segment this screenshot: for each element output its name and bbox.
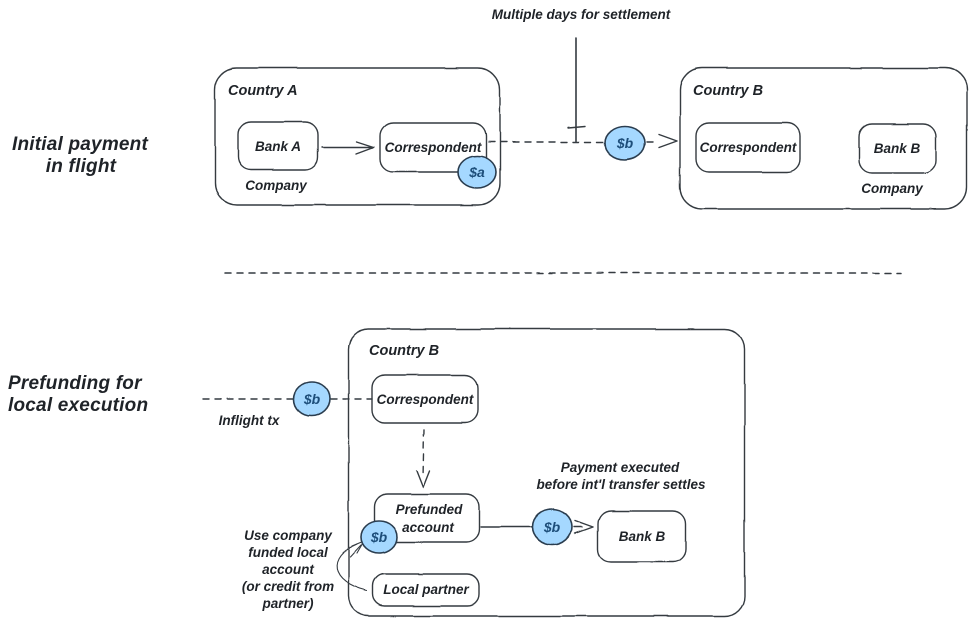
node-local-partner-box <box>372 573 480 607</box>
node-bank-b-bottom-box <box>597 510 687 563</box>
note-payment-executed-line1: Payment executed <box>561 460 680 475</box>
arrow-correspondent-to-prefunded <box>422 429 425 478</box>
node-correspondent-a-box <box>379 122 487 173</box>
node-correspondent-bottom-label: Correspondent <box>377 392 474 407</box>
badge-execution-label: $b <box>543 519 561 535</box>
badge-prefunded-circle <box>360 520 398 554</box>
node-bank-b-box <box>858 123 937 174</box>
inflight-label: Inflight tx <box>219 413 280 428</box>
node-local-partner-label: Local partner <box>383 582 469 597</box>
section-label-prefunding-line1: Prefunding for <box>8 373 143 394</box>
node-prefunded-label-line1: Prefunded <box>396 502 464 517</box>
group-country-b-bottom-box <box>347 328 746 617</box>
company-label-a: Company <box>245 178 308 193</box>
settlement-marker-tick <box>567 125 586 129</box>
note-use-company-line4: (or credit from <box>242 579 334 594</box>
section-label-prefunding-line2: local execution <box>8 395 148 416</box>
note-use-company-line1: Use company <box>244 528 333 543</box>
note-payment-executed-line2: before int'l transfer settles <box>536 477 705 492</box>
badge-b-top-label: $b <box>616 135 634 151</box>
node-bank-a-label: Bank A <box>255 139 301 154</box>
node-bank-b-bottom-label: Bank B <box>619 529 666 544</box>
badge-prefunded-label: $b <box>370 529 388 545</box>
node-bank-b-label: Bank B <box>874 141 921 156</box>
badge-execution-circle <box>531 508 573 546</box>
node-prefunded-label-line2: account <box>402 520 454 535</box>
arrow-bank-a-to-correspondent-a <box>321 140 375 155</box>
arrowhead-into-bank-b <box>574 519 594 535</box>
note-leader-line <box>349 544 362 558</box>
note-leader-curve <box>336 543 368 592</box>
node-correspondent-a-label: Correspondent <box>385 140 482 155</box>
group-country-b-box <box>679 67 968 210</box>
group-country-a-title: Country A <box>228 83 298 99</box>
arrowhead-into-country-b <box>658 133 678 149</box>
note-use-company-line5: partner) <box>261 596 314 611</box>
group-country-b-bottom-title: Country B <box>369 343 439 359</box>
badge-inflight-label: $b <box>303 391 321 407</box>
badge-b-top-circle <box>604 125 646 161</box>
node-correspondent-b-box <box>695 122 801 173</box>
group-country-b-title: Country B <box>693 83 763 99</box>
note-use-company-line2: funded local <box>248 545 328 560</box>
group-country-a-box <box>214 67 501 206</box>
section-label-initial-line1: Initial payment <box>12 134 149 155</box>
section-label-initial-line2: in flight <box>46 156 117 177</box>
badge-inflight-circle <box>293 381 331 417</box>
node-bank-a-box <box>237 121 319 171</box>
node-correspondent-b-label: Correspondent <box>700 140 797 155</box>
arrowhead-into-prefunded <box>415 469 431 488</box>
node-prefunded-box <box>373 493 481 543</box>
company-label-b: Company <box>861 181 924 196</box>
annotation-settlement: Multiple days for settlement <box>492 7 671 22</box>
badge-a-circle <box>457 155 497 189</box>
badge-a-label: $a <box>468 164 485 180</box>
note-use-company-line3: account <box>262 562 314 577</box>
